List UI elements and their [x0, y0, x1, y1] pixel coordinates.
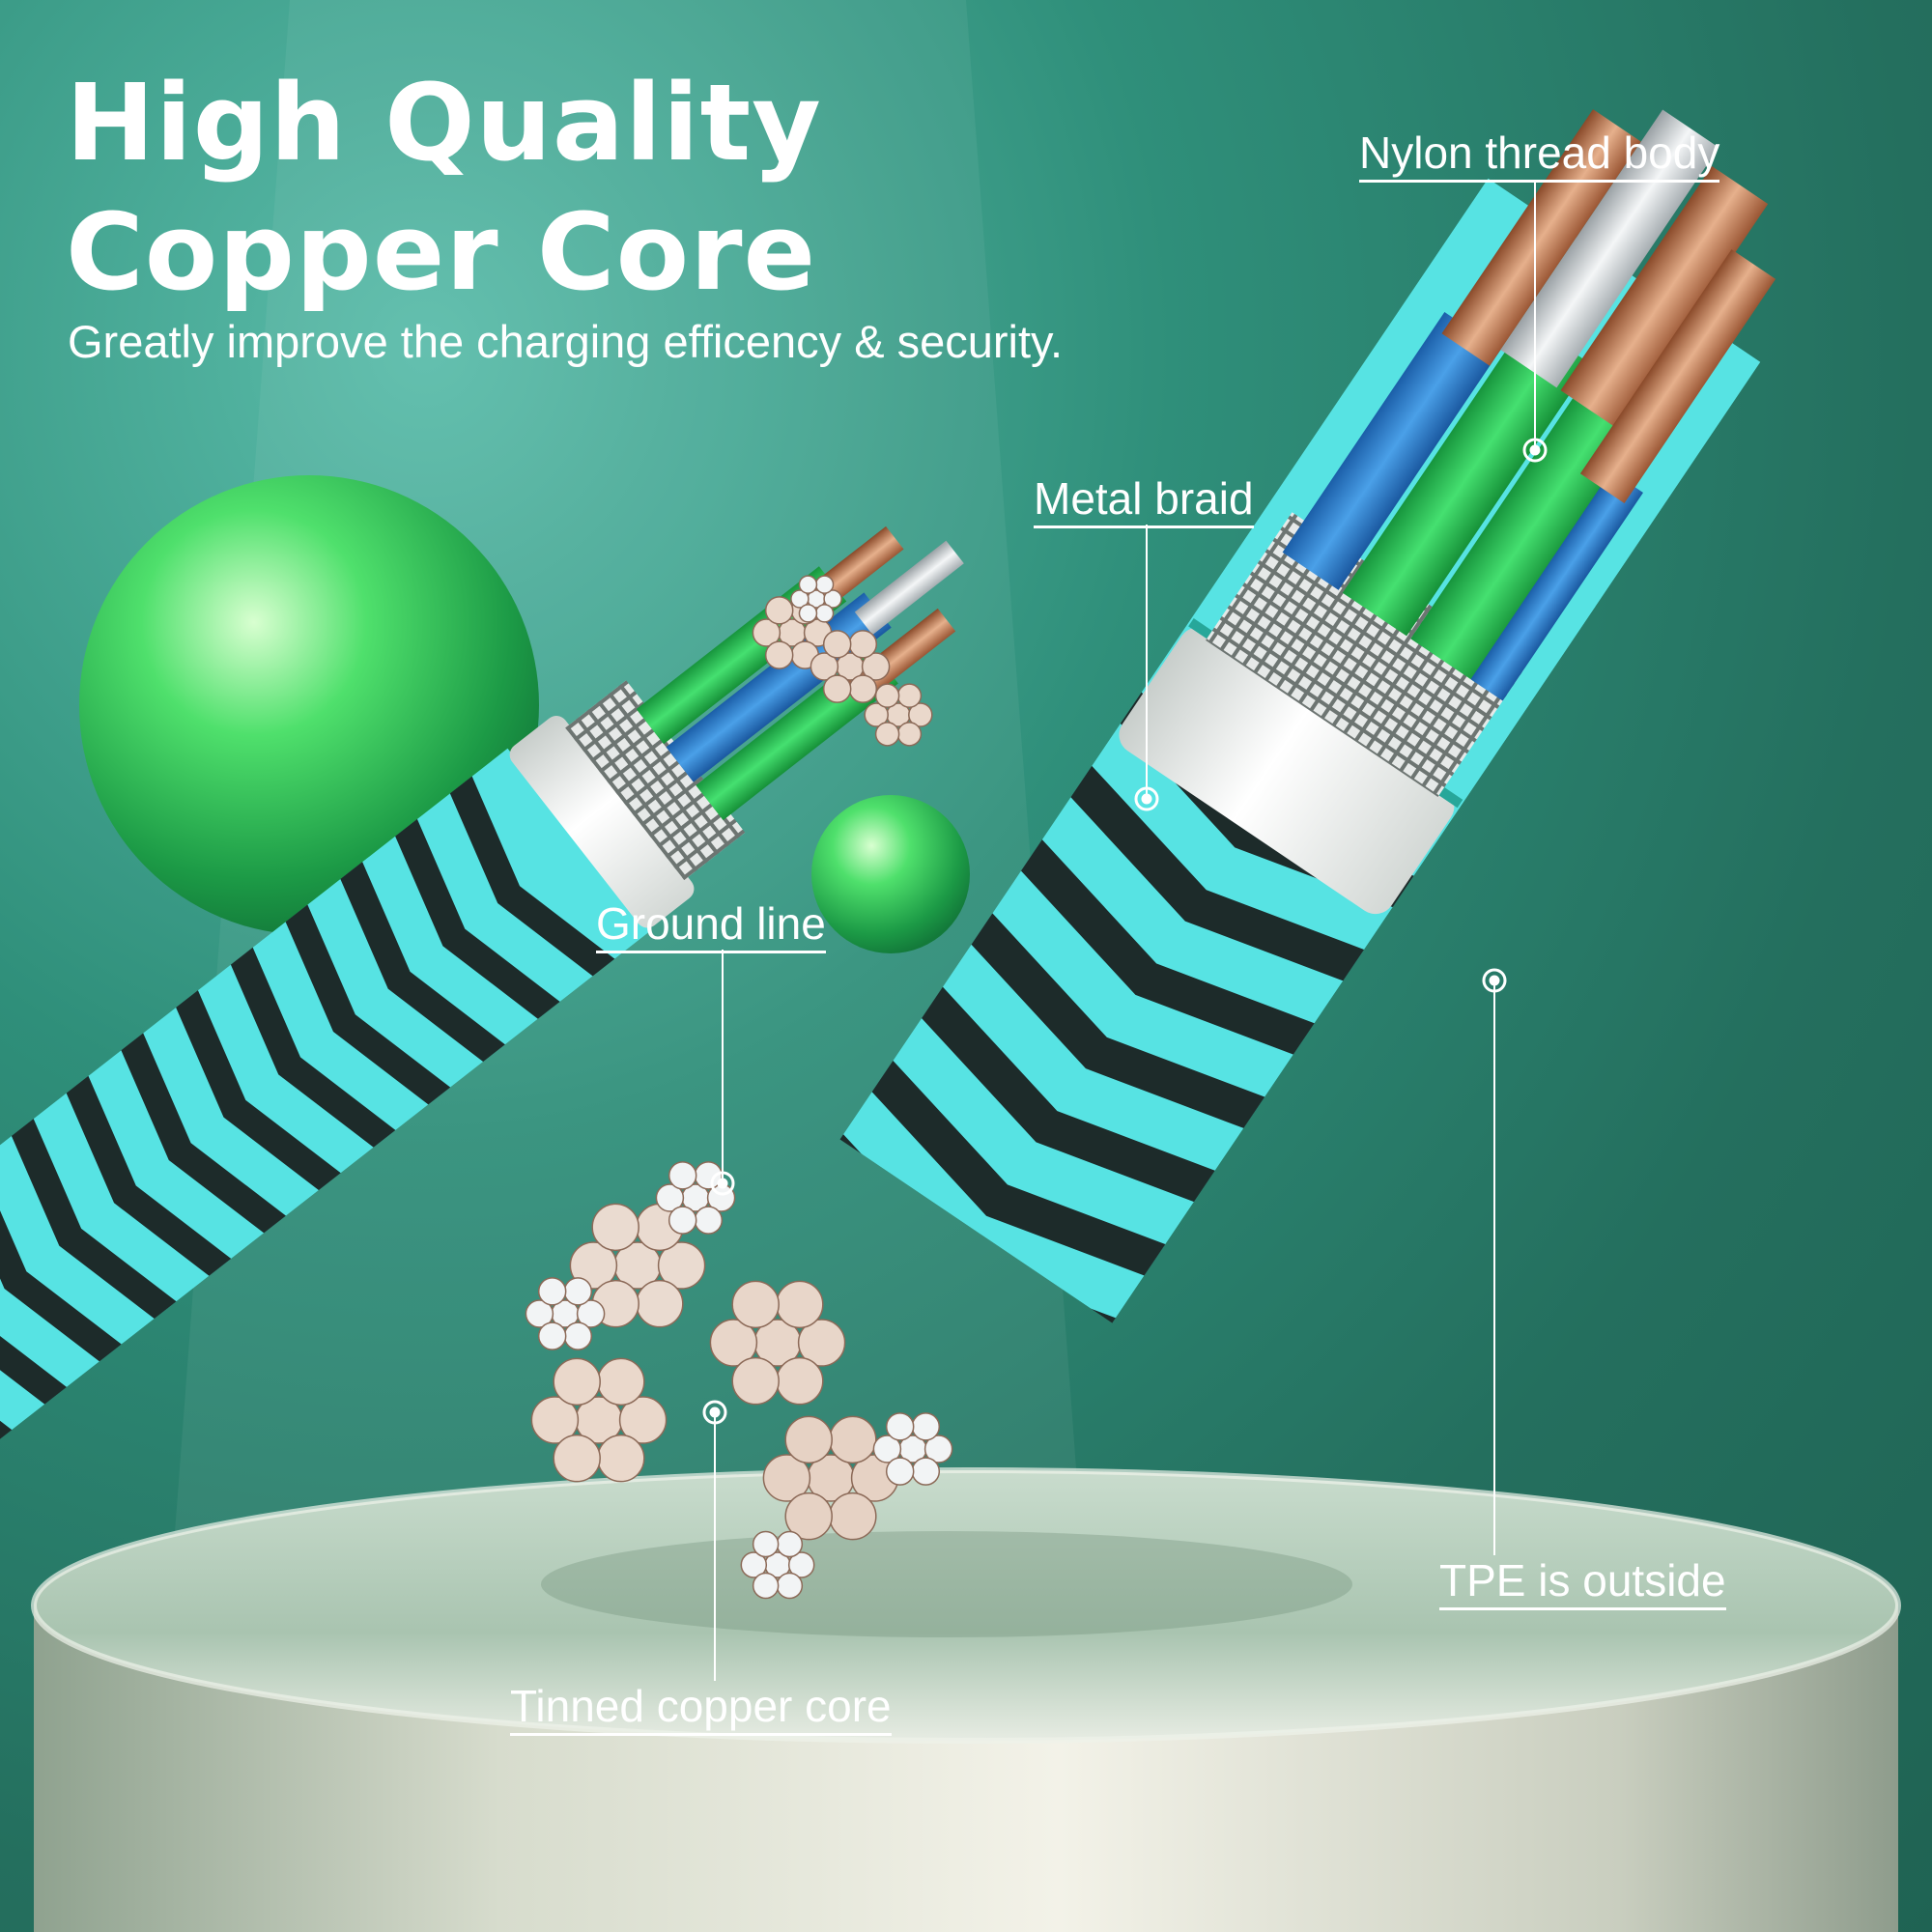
wire-strand: [790, 589, 810, 609]
braid-stripe: [0, 1203, 69, 1410]
wire-strand: [668, 1161, 697, 1190]
green-sphere-small: [811, 795, 970, 953]
braid-stripe: [391, 817, 561, 1025]
callout-nylon-thread-body: Nylon thread body: [1359, 128, 1720, 183]
wire-strand: [861, 652, 891, 681]
wire-strand: [776, 1356, 824, 1406]
wire-strand: [752, 1572, 780, 1600]
braid-stripe: [8, 1117, 178, 1324]
wire-strand: [848, 674, 878, 703]
headline-line-2: Copper Core: [66, 190, 817, 314]
headline-line-1: High Quality: [66, 61, 822, 185]
wire-strand: [731, 1356, 780, 1406]
callout-leaders: [714, 180, 1536, 1681]
wire-strand: [668, 1206, 697, 1235]
wire-strand: [896, 722, 923, 747]
wire-strand: [911, 1412, 941, 1441]
braid-stripe: [964, 912, 1265, 1132]
wire-strand: [848, 630, 878, 659]
wire-strand: [764, 596, 794, 625]
wire-strand: [776, 1280, 824, 1329]
wire-strand: [618, 1396, 668, 1444]
wire-strand: [784, 1492, 833, 1541]
wire-strand-ends-small: [752, 575, 933, 747]
braid-stripe: [63, 1074, 233, 1282]
wire-strand: [885, 1457, 915, 1486]
wire-strand: [814, 575, 835, 594]
wire-strand: [764, 640, 794, 669]
wire-strand: [874, 683, 900, 708]
wire-strand: [787, 1551, 815, 1578]
wire-strand: [636, 1279, 684, 1328]
braid-stripe: [1014, 838, 1316, 1059]
braid-stripe: [446, 775, 616, 981]
wire-strand: [810, 652, 839, 681]
wire-strand: [814, 604, 835, 623]
wire-strand: [798, 575, 818, 594]
callout-metal-braid: Metal braid: [1034, 473, 1254, 528]
wire-strand: [822, 630, 852, 659]
wire-strand: [740, 1551, 768, 1578]
wire-strand: [709, 1319, 758, 1367]
wire-strand: [762, 1454, 811, 1502]
wire-strand: [872, 1435, 902, 1463]
wire-strand: [885, 1412, 915, 1441]
wire-strand: [563, 1321, 593, 1350]
wire-strand: [591, 1203, 639, 1252]
back-cable: [0, 526, 964, 1586]
wire-strand: [864, 702, 889, 727]
wire-strand: [923, 1435, 953, 1463]
wire-strand: [752, 618, 781, 647]
wire-strand: [530, 1396, 580, 1444]
wire-strand: [694, 1206, 724, 1235]
callout-tpe-outside: TPE is outside: [1439, 1555, 1726, 1610]
braid-stripe: [172, 988, 342, 1196]
braid-stripe: [117, 1032, 288, 1238]
headline: High Quality Copper Core: [66, 58, 822, 317]
wire-strand: [784, 1415, 833, 1464]
pedestal: [31, 1467, 1901, 1932]
wire-strand: [657, 1241, 706, 1290]
wire-strand: [829, 1415, 877, 1464]
braid-stripe: [227, 946, 397, 1153]
wire-strand: [874, 722, 900, 747]
callout-tinned-copper-core: Tinned copper core: [510, 1681, 892, 1736]
wire-strand: [752, 1530, 780, 1558]
wire-strand: [563, 1277, 593, 1306]
wire-strand: [597, 1434, 645, 1483]
wire-strand: [553, 1357, 601, 1406]
wire-strand: [896, 683, 923, 708]
braid-stripe: [915, 986, 1216, 1206]
wire-strand: [798, 604, 818, 623]
wire-strand: [823, 589, 842, 609]
braid-stripe: [866, 1060, 1166, 1279]
subtitle: Greatly improve the charging efficency &…: [68, 316, 1064, 367]
wire-strand: [537, 1277, 567, 1306]
wire-strand: [776, 1572, 804, 1600]
callout-ground-line: Ground line: [596, 898, 826, 953]
wire-strand: [597, 1357, 645, 1406]
wire-strand: [797, 1319, 846, 1367]
wire-strand: [908, 702, 933, 727]
braid-stripe: [282, 903, 452, 1110]
wire-strand: [537, 1321, 567, 1350]
braid-stripe: [336, 860, 507, 1067]
wire-strand: [525, 1299, 554, 1328]
wire-strand: [911, 1457, 941, 1486]
wire-strand: [655, 1183, 685, 1212]
wire-strand: [569, 1241, 618, 1290]
wire-strand: [576, 1299, 606, 1328]
callout-markers: [702, 438, 1548, 1425]
wire-strand: [553, 1434, 601, 1483]
wire-strand: [731, 1280, 780, 1329]
wire-strand: [829, 1492, 877, 1541]
wire-strand: [822, 674, 852, 703]
braid-stripe: [1064, 765, 1365, 984]
braid-stripe: [0, 1160, 123, 1367]
wire-strand: [776, 1530, 804, 1558]
